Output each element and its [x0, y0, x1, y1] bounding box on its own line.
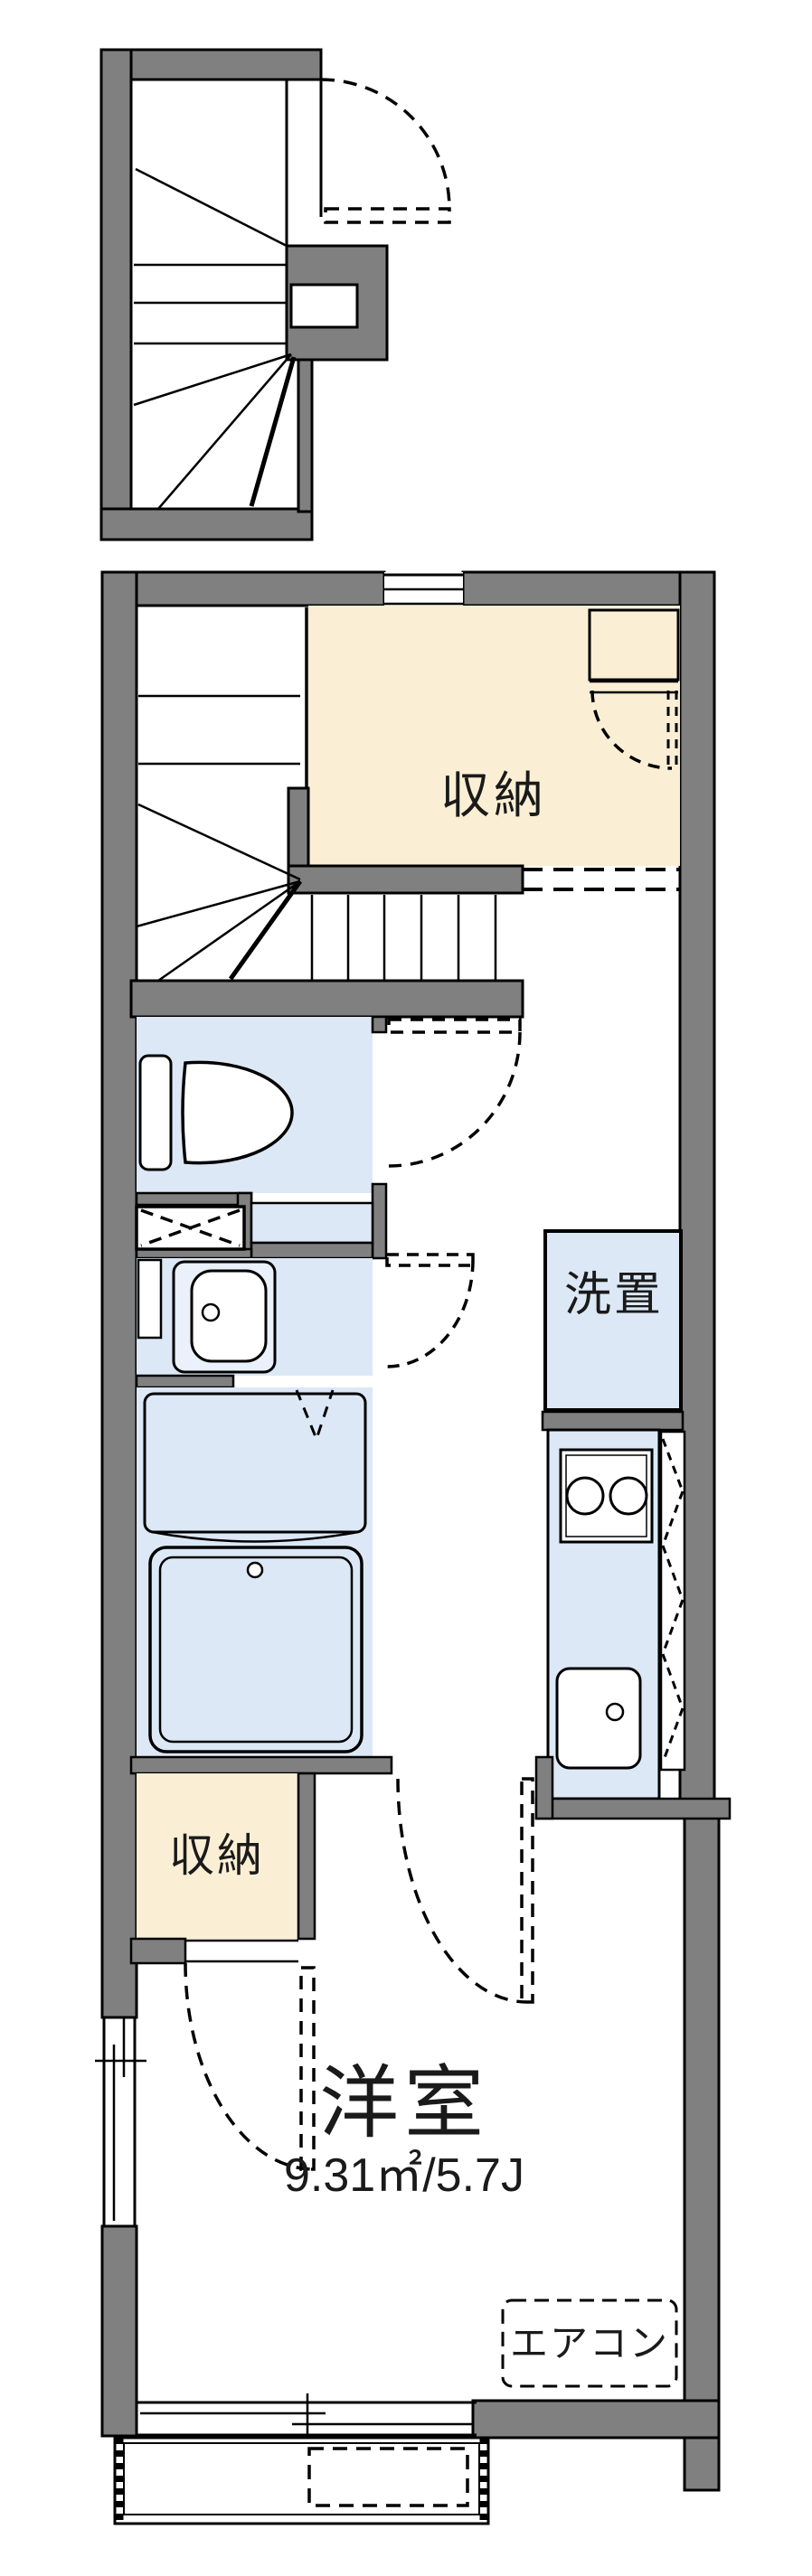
top-window	[384, 572, 463, 606]
bathtub	[148, 1546, 364, 1753]
wall-below-washer	[541, 1410, 685, 1432]
upper-stair-treads	[133, 167, 297, 510]
main-stairs	[136, 694, 497, 982]
toilet-vestibule	[250, 1201, 374, 1245]
closet-upper-label: 収納	[440, 767, 547, 823]
wall-stub	[287, 786, 310, 868]
toilet-door-arc	[388, 1031, 522, 1168]
wall	[371, 1182, 388, 1260]
washer-label: 洗置	[564, 1269, 664, 1321]
closet2-door-arc	[184, 1962, 315, 2171]
wall	[99, 507, 314, 541]
wall	[371, 1015, 388, 1034]
sink-drain	[605, 1702, 625, 1722]
wall-closet2-bottom	[129, 1937, 187, 1965]
room-entry-door	[396, 1777, 534, 2004]
wall	[99, 48, 323, 81]
wall	[297, 356, 314, 513]
aircon-label: エアコン	[510, 2322, 669, 2364]
bathroom-inner	[143, 1392, 367, 1534]
burner	[609, 1476, 648, 1516]
wall	[135, 1374, 235, 1389]
closet-door-arc	[590, 690, 673, 770]
kitchen-side-window-hatch	[661, 1438, 685, 1763]
washbasin-faucet	[201, 1302, 221, 1322]
side-niche	[137, 1258, 163, 1340]
toilet-door-leaf	[387, 1018, 522, 1034]
bathroom	[129, 1387, 393, 1775]
closet-corner-box	[588, 608, 680, 682]
wall-left-upper	[100, 570, 138, 2019]
left-window	[95, 2017, 146, 2226]
washbasin-room	[135, 1253, 475, 1389]
upper-staircase-block	[99, 48, 451, 541]
wall-closet2-right	[297, 1772, 316, 1941]
closet-room: 収納	[129, 1772, 316, 2171]
pipe-space-box	[135, 1205, 246, 1251]
wall-right-lower	[683, 1799, 721, 2492]
wall	[135, 1191, 253, 1207]
wall	[99, 48, 133, 541]
kitchen-sink	[555, 1667, 642, 1770]
porch-outer	[113, 2436, 490, 2525]
wall-kitchen-bottom	[534, 1797, 732, 1820]
door-arc	[320, 78, 451, 210]
room-door-arc	[396, 1778, 528, 2004]
wall-top-right	[461, 570, 716, 607]
washer-pan	[543, 1229, 683, 1412]
wall-below-stairs	[129, 979, 524, 1019]
bottom-window	[137, 2393, 477, 2440]
closet-room-floor	[137, 1773, 298, 1939]
main-block-walls	[100, 570, 721, 2492]
washbasin-door-leaf	[385, 1253, 475, 1267]
wall-closet-bottom	[287, 864, 524, 895]
closet-room-label: 収納	[169, 1830, 265, 1881]
door-leaf	[324, 207, 451, 224]
washbasin-sink	[190, 1269, 268, 1363]
room-area-label: 9.31㎡/5.7J	[284, 2148, 524, 2202]
aircon-box	[501, 2299, 678, 2388]
wall-bottom-right	[471, 2399, 721, 2440]
wall-notch	[289, 283, 359, 329]
porch-step-dashed	[307, 2447, 469, 2507]
entry-porch	[113, 2436, 490, 2525]
kitchen-column: 洗置	[534, 1229, 732, 1820]
bathtub-inner	[158, 1556, 354, 1744]
bathroom-floor-curve	[151, 1530, 359, 1543]
bathtub-drain	[246, 1561, 264, 1579]
toilet-bowl	[181, 1060, 294, 1165]
closet-upper: 収納	[287, 606, 680, 895]
room-name-label: 洋室	[319, 2058, 489, 2148]
western-room: 洋室 9.31㎡/5.7J エアコン	[284, 2058, 678, 2388]
room-door-leaf	[520, 1777, 534, 2004]
burner	[565, 1476, 605, 1516]
wall	[250, 1241, 374, 1260]
wall-connector	[534, 1755, 554, 1820]
toilet-tank	[138, 1054, 173, 1171]
wall-top-left	[100, 570, 386, 607]
wall-bath-bottom	[129, 1755, 393, 1775]
washbasin-door-arc	[386, 1259, 475, 1368]
closet2-door-leaf	[299, 1966, 316, 2171]
wall-left-lower	[100, 2224, 138, 2438]
porch-inner	[123, 2442, 480, 2515]
